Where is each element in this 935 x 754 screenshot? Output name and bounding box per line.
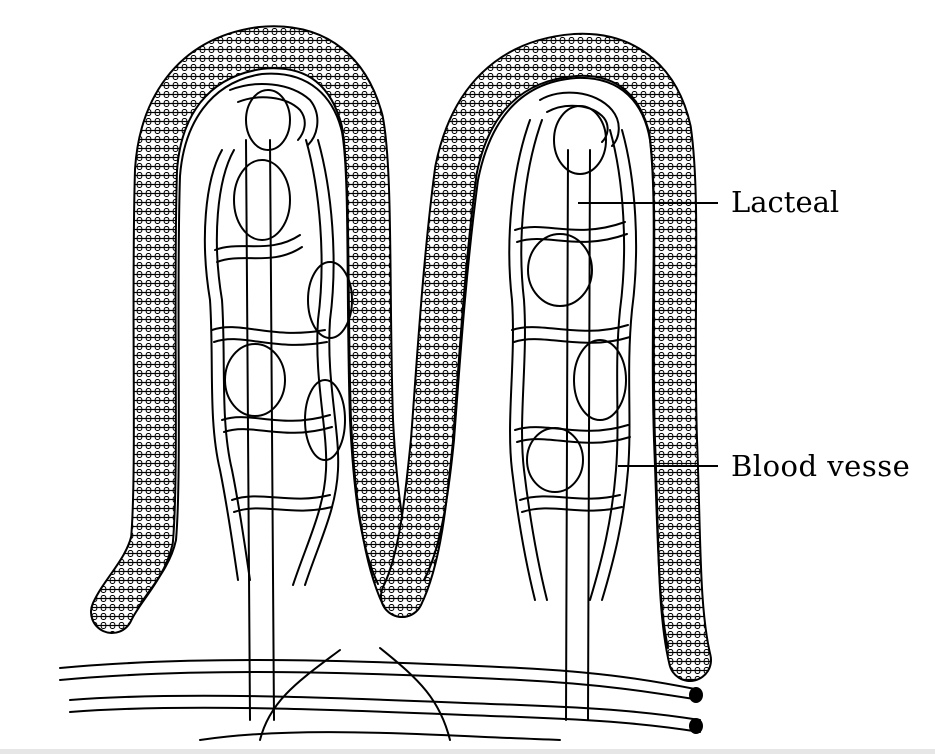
right-villus [402,55,690,720]
bottom-border [0,749,935,754]
lacteal-label: Lacteal [731,188,839,217]
left-villus [112,47,402,720]
blood-vessel-label: Blood vesse [731,452,910,481]
submucosa-vessels [60,648,702,740]
